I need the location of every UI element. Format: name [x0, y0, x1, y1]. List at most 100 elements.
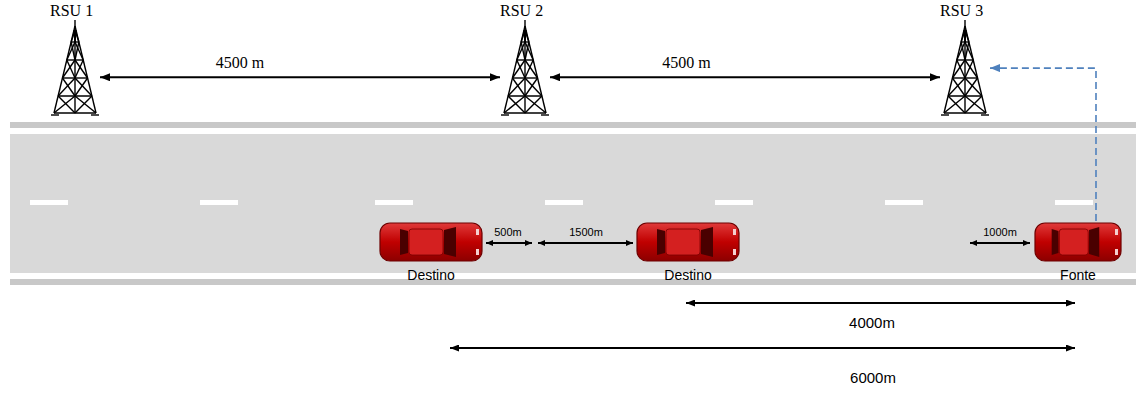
tower-brace [62, 60, 75, 78]
tower-leg [54, 26, 75, 113]
tower-brace [75, 30, 79, 42]
tower-foot [941, 114, 949, 115]
car-headlight [1115, 229, 1118, 235]
tower-brace [948, 78, 965, 96]
car-headlight [476, 249, 479, 255]
tower-icon [500, 20, 550, 116]
tower-leg [944, 26, 965, 113]
vehicle-label: Fonte [1033, 266, 1123, 284]
tower-brace [75, 96, 96, 113]
tower-brace [75, 78, 92, 96]
tower-leg [965, 26, 986, 113]
dimension-label: 1500m [569, 225, 603, 239]
tower-label: RSU 2 [500, 2, 550, 20]
road-edge [10, 279, 1136, 285]
dimension-label: 6000m [850, 369, 896, 387]
tower-brace [508, 78, 525, 96]
tower-lattice [501, 20, 549, 115]
tower-brace [965, 30, 969, 42]
dimension-arrow [486, 242, 532, 244]
vehicle: Destino [378, 221, 484, 284]
lane-dash [375, 200, 413, 205]
tower-lattice [51, 20, 99, 115]
tower-brace [521, 30, 525, 42]
car-windshield [444, 227, 456, 257]
rsu-tower: RSU 2 [500, 2, 550, 116]
tower-label: RSU 3 [940, 2, 990, 20]
tower-foot [541, 114, 549, 115]
tower-icon [940, 20, 990, 116]
lane-dash [200, 200, 238, 205]
tower-brace [525, 60, 538, 78]
dimension-arrow [970, 242, 1030, 244]
tower-leg [75, 26, 96, 113]
tower-antenna [964, 20, 965, 26]
tower-brace [67, 42, 75, 60]
tower-brace [957, 42, 965, 60]
vehicle-label: Destino [378, 266, 484, 284]
tower-brace [952, 60, 965, 78]
tower-brace [71, 30, 75, 42]
car-windshield [1089, 227, 1099, 257]
car-rear-window [657, 229, 665, 255]
tower-leg [504, 26, 525, 113]
car-roof [1059, 229, 1088, 255]
car-roof [409, 229, 443, 255]
tower-brace [965, 60, 978, 78]
vehicle: Fonte [1033, 221, 1123, 284]
tower-brace [517, 42, 525, 60]
car-windshield [701, 227, 713, 257]
tower-brace [965, 96, 986, 113]
distance-arrow [550, 76, 940, 78]
tower-brace [504, 96, 525, 113]
tower-icon [50, 20, 100, 116]
tower-brace [75, 42, 83, 60]
dimension-label: 1000m [983, 225, 1017, 239]
distance-label: 4500 m [662, 54, 710, 72]
dimension-arrow [686, 302, 1075, 304]
tower-brace [512, 60, 525, 78]
tower-lattice [941, 20, 989, 115]
tower-brace [525, 78, 542, 96]
dimension-label: 500m [494, 225, 522, 239]
tower-brace [75, 60, 88, 78]
tower-foot [51, 114, 59, 115]
tower-brace [58, 78, 75, 96]
vehicle-label: Destino [635, 266, 741, 284]
lane-dash [885, 200, 923, 205]
lane-dashes [30, 200, 1093, 205]
car-icon [635, 221, 741, 263]
tower-brace [54, 96, 75, 113]
car-icon [1033, 221, 1123, 263]
dashed-link [990, 68, 1096, 221]
tower-brace [944, 96, 965, 113]
distance-label: 4500 m [216, 54, 264, 72]
dimension-arrow [450, 347, 1075, 349]
tower-brace [965, 42, 973, 60]
lane-dash [30, 200, 68, 205]
road-edge [10, 122, 1136, 128]
tower-foot [91, 114, 99, 115]
car-headlight [1115, 249, 1118, 255]
tower-foot [981, 114, 989, 115]
tower-label: RSU 1 [50, 2, 100, 20]
car-headlight [476, 229, 479, 235]
tower-mast [964, 26, 965, 113]
tower-foot [501, 114, 509, 115]
distance-arrow [100, 76, 500, 78]
car-headlight [733, 249, 736, 255]
car-body [380, 223, 482, 261]
tower-leg [525, 26, 546, 113]
tower-antenna [74, 20, 75, 26]
tower-brace [961, 30, 965, 42]
lane-dash [715, 200, 753, 205]
car-body [1035, 223, 1121, 261]
car-icon [378, 221, 484, 263]
lane-dash [545, 200, 583, 205]
tower-brace [525, 96, 546, 113]
dimension-arrow [538, 242, 633, 244]
tower-mast [74, 26, 75, 113]
rsu-tower: RSU 3 [940, 2, 990, 116]
dimension-label: 4000m [849, 314, 895, 332]
